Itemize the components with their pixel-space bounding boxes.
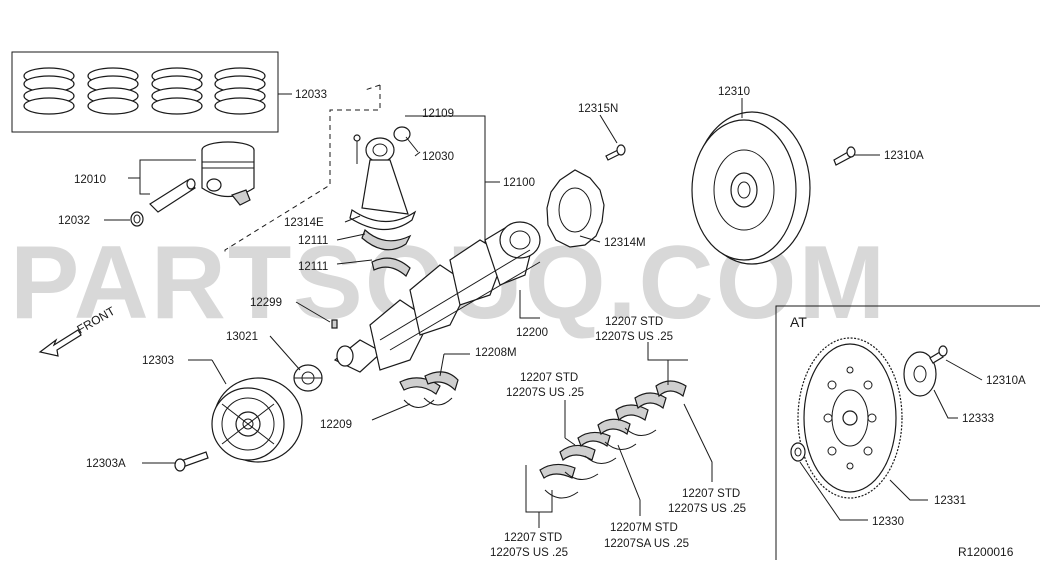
crankshaft-sprocket-illustration [293,364,323,392]
callout-12207-top-std: 12207 STD [605,316,663,328]
callout-12207-right-std: 12207 STD [682,488,740,500]
pulley-bolt-illustration [174,451,209,472]
callout-12314E: 12314E [284,217,324,229]
spacer-illustration [790,442,806,462]
callout-12331: 12331 [934,495,966,507]
callout-12314M: 12314M [604,237,646,249]
drive-plate-bolt-illustration [929,345,948,364]
callout-12207M-us: 12207SA US .25 [604,538,689,550]
callout-12033: 12033 [295,89,327,101]
callout-12299: 12299 [250,297,282,309]
snap-ring-illustration [130,211,144,227]
piston-ring-set-illustration [11,51,292,133]
callout-12111-b: 12111 [298,261,328,273]
callout-12109: 12109 [422,108,454,120]
drive-plate-illustration [797,337,903,499]
main-bearing-illustration-left [539,380,687,499]
callout-12207-right-us: 12207S US .25 [668,503,746,515]
callout-12310: 12310 [718,86,750,98]
callout-12333: 12333 [962,413,994,425]
crankshaft-illustration [333,221,541,373]
callout-12207-bl-us: 12207S US .25 [490,547,568,559]
callout-12303A: 12303A [86,458,126,470]
thrust-washer-illustration [399,371,459,408]
signal-plate-bolt-illustration [605,144,626,161]
callout-12111-a: 12111 [298,235,328,247]
callout-13021: 13021 [226,331,258,343]
callout-12310A-top: 12310A [884,150,924,162]
callout-12209: 12209 [320,419,352,431]
connecting-rod-bearing-illustration [361,228,412,277]
callout-12207-bl-std: 12207 STD [504,532,562,544]
crankshaft-key-illustration [331,319,338,329]
flywheel-bolt-illustration [833,146,856,166]
callout-12032: 12032 [58,215,90,227]
at-label: AT [790,314,807,330]
reinforcement-plate-illustration [903,351,937,397]
flywheel-illustration [691,111,811,265]
callout-12315N: 12315N [578,103,618,115]
at-section-frame [775,305,1040,560]
connecting-rod-illustration [349,126,417,231]
callout-12030: 12030 [422,151,454,163]
callout-12207-mid-std: 12207 STD [520,372,578,384]
assembly-dashed-outline [224,84,381,255]
callout-12010: 12010 [74,174,106,186]
reference-code: R1200016 [958,545,1014,559]
crankshaft-pulley-illustration [211,377,303,463]
front-direction-arrow-icon [38,329,82,357]
piston-pin-illustration [149,178,196,213]
callout-12207M-std: 12207M STD [610,522,678,534]
callout-12200: 12200 [516,327,548,339]
callout-12207-top-us: 12207S US .25 [595,331,673,343]
callout-12100: 12100 [503,177,535,189]
callout-12207-mid-us: 12207S US .25 [506,387,584,399]
callout-12303: 12303 [142,355,174,367]
piston-illustration [201,141,255,206]
callout-12208M: 12208M [475,347,517,359]
callout-12310A-at: 12310A [986,375,1026,387]
signal-plate-illustration [546,169,605,248]
callout-12330: 12330 [872,516,904,528]
